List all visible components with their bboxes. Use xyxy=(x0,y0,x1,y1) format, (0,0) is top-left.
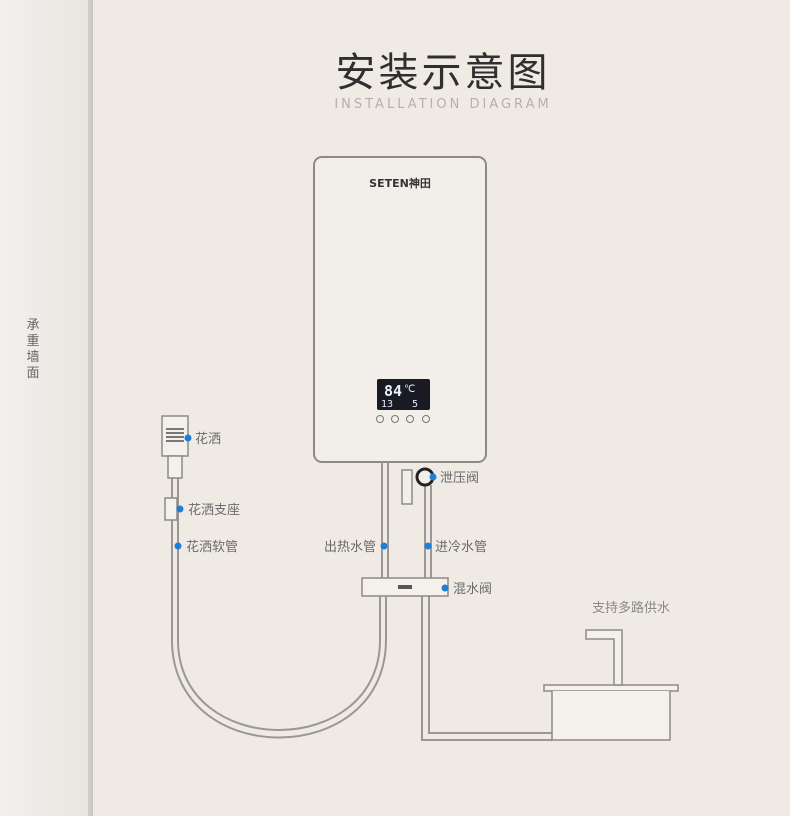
dot-shower-hose xyxy=(174,542,182,550)
faucet xyxy=(585,629,623,686)
shower-hose xyxy=(171,478,387,739)
basin-rim xyxy=(543,684,679,692)
dot-mixing-valve xyxy=(441,584,449,592)
lcd-left-value: 13 xyxy=(381,399,393,410)
pressure-valve-body xyxy=(401,469,413,505)
label-mixing-valve: 混水阀 xyxy=(453,582,492,597)
mode-button-icon xyxy=(391,415,399,423)
down-button-icon xyxy=(422,415,430,423)
label-shower-holder: 花洒支座 xyxy=(188,502,240,518)
label-shower-hose: 花洒软管 xyxy=(186,539,238,555)
wall-edge xyxy=(88,0,93,816)
label-shower-head: 花洒 xyxy=(195,431,221,447)
brand-logo: SETEN神田 xyxy=(369,176,431,190)
dot-shower-holder xyxy=(176,505,184,513)
mixing-valve-slot xyxy=(398,585,412,589)
dot-hot-pipe xyxy=(380,542,388,550)
label-pressure-valve: 泄压阀 xyxy=(440,471,479,486)
wall-label: 承重墙面 xyxy=(26,318,40,381)
lcd-right-value: 5 xyxy=(412,399,418,410)
shower-holder xyxy=(164,497,178,521)
dot-shower-head xyxy=(184,434,192,442)
lcd-display xyxy=(377,379,430,410)
lcd-unit: ℃ xyxy=(404,384,415,395)
water-heater-body xyxy=(313,156,487,463)
label-multi-supply: 支持多路供水 xyxy=(592,600,670,616)
indicator-dots xyxy=(174,434,449,592)
basin xyxy=(551,691,671,741)
control-buttons xyxy=(376,415,430,423)
page-title: 安装示意图 xyxy=(335,50,551,96)
dot-cold-pipe xyxy=(424,542,432,550)
power-button-icon xyxy=(376,415,384,423)
label-hot-pipe: 出热水管 xyxy=(324,540,376,555)
load-bearing-wall xyxy=(0,0,88,816)
up-button-icon xyxy=(406,415,414,423)
shower-nozzles-icon xyxy=(166,428,184,442)
page-subtitle: INSTALLATION DIAGRAM xyxy=(334,97,552,112)
label-cold-pipe: 进冷水管 xyxy=(435,540,487,555)
lcd-temperature: 84 xyxy=(384,382,402,400)
shower-handle xyxy=(167,455,183,479)
dot-pressure-valve xyxy=(429,473,437,481)
pipes xyxy=(381,462,552,741)
